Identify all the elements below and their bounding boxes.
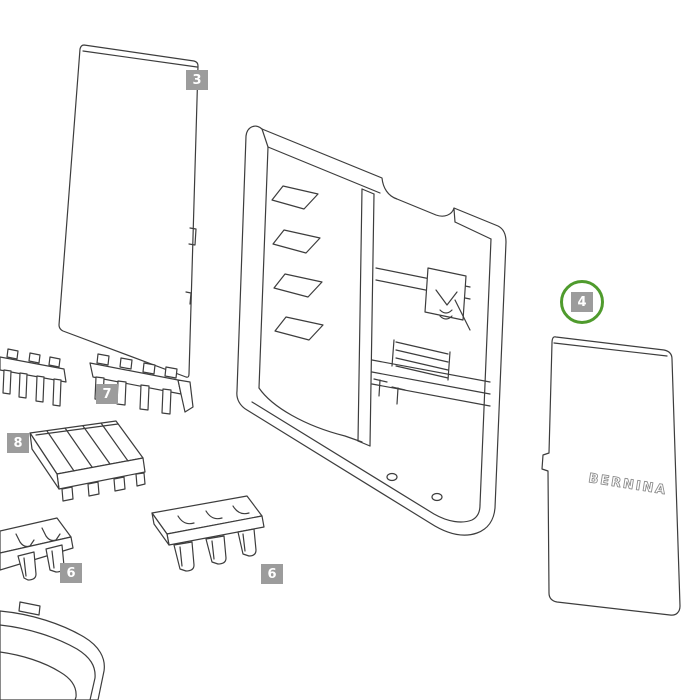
part-label-8: 8	[7, 433, 29, 453]
part-3-panel	[58, 44, 199, 378]
part-4-panel: BERNINA	[541, 336, 681, 616]
part-8-tray	[29, 420, 146, 502]
highlight-circle	[560, 280, 604, 324]
part-7-bracket-left	[0, 348, 67, 407]
part-label-7: 7	[96, 384, 118, 404]
part-label-6-left: 6	[60, 563, 82, 583]
part-6-bracket-left	[0, 517, 74, 581]
part-label-6-center: 6	[261, 564, 283, 584]
part-label-3: 3	[186, 70, 208, 90]
part-6-bracket-center	[151, 495, 265, 572]
main-housing	[236, 125, 507, 536]
bottom-left-tray-partial	[0, 601, 105, 700]
